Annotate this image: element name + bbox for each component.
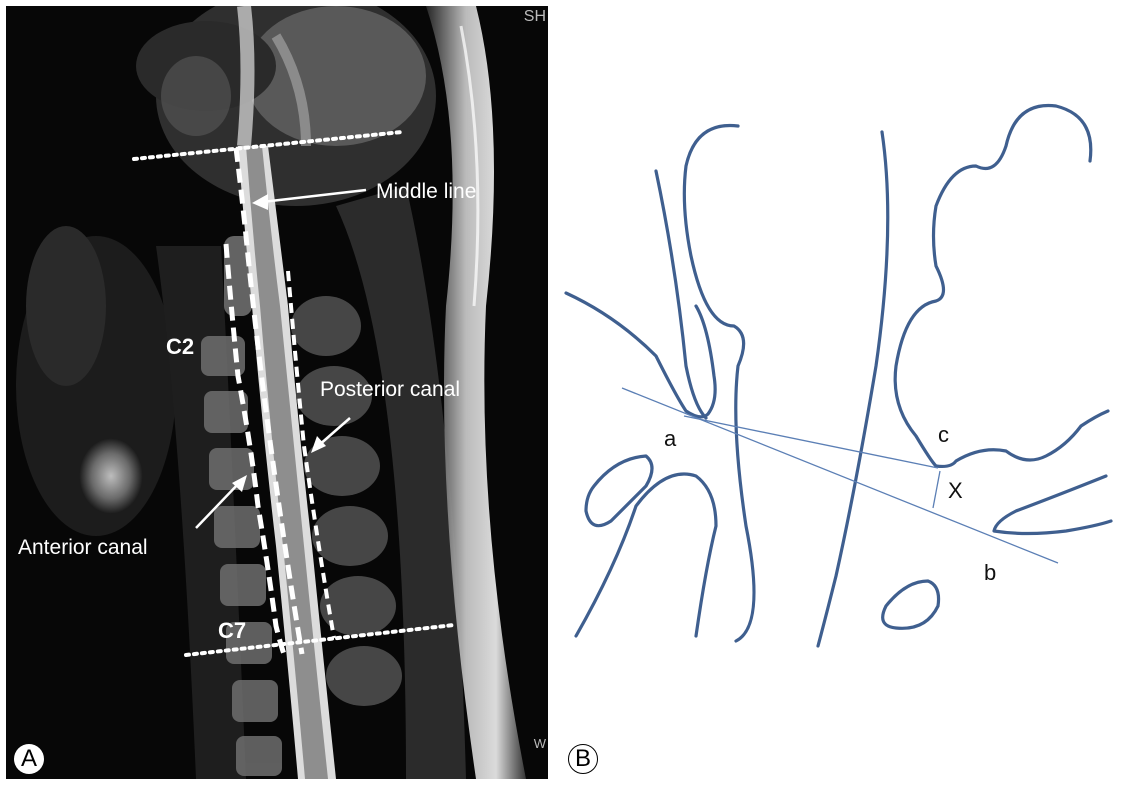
point-a-label: a — [664, 426, 676, 452]
mri-panel: SH W Middle line Posterior canal Anterio… — [6, 6, 548, 779]
lower-vertebra-loop — [883, 581, 939, 628]
anatomy-outlines — [566, 106, 1111, 647]
mri-corner-text-bottom: W — [534, 736, 546, 751]
occipital-condyle-outline — [566, 293, 715, 417]
diagram-panel: a c X b B — [556, 6, 1119, 779]
panel-a-badge: A — [14, 744, 44, 774]
middle-line-label: Middle line — [376, 180, 476, 204]
middle-long-curve — [818, 132, 888, 646]
c7-label: C7 — [218, 618, 246, 644]
posterior-canal-label: Posterior canal — [320, 378, 460, 402]
c2-label: C2 — [166, 334, 194, 360]
posterior-skull-outline — [895, 106, 1091, 467]
perpendicular-x — [933, 471, 940, 508]
posterior-arch-outline — [936, 411, 1108, 466]
point-c-label: c — [938, 422, 949, 448]
distance-x-label: X — [948, 478, 963, 504]
anterior-canal-label: Anterior canal — [18, 536, 148, 560]
mri-corner-text: SH — [524, 8, 546, 26]
anterior-wall-curve — [656, 171, 706, 418]
canal-diagram — [556, 6, 1119, 779]
point-b-label: b — [984, 560, 996, 586]
spinous-process-outline — [994, 476, 1111, 534]
dens-outline — [684, 126, 754, 642]
panel-b-badge: B — [568, 744, 598, 774]
line-a-c — [684, 416, 938, 468]
anterior-arch-curve — [576, 474, 716, 636]
mri-image — [6, 6, 548, 779]
small-vertebra-loop — [586, 456, 652, 526]
